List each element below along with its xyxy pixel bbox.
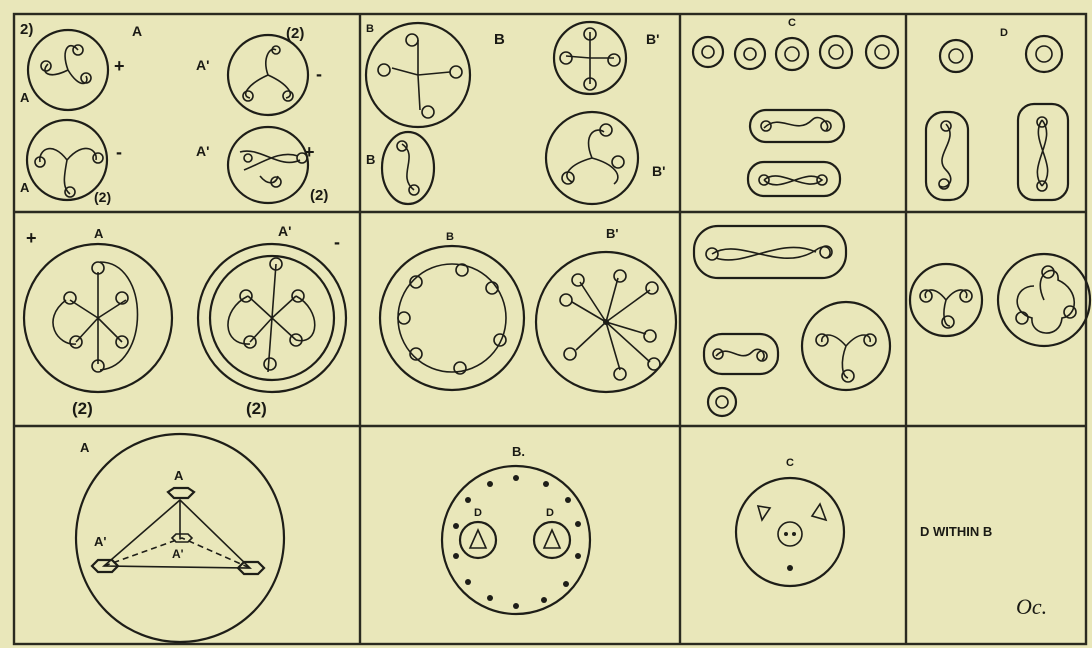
label: B' (606, 226, 618, 241)
figure-oblong-loop (694, 226, 846, 278)
figure-triskele (228, 35, 308, 115)
figure-figure-eight (382, 132, 434, 204)
figure-circle-with-triads (736, 478, 844, 586)
panel-r3c4: D WITHIN B Oc. (920, 524, 1047, 619)
label: B (366, 152, 375, 167)
label: A (132, 23, 142, 39)
figure-star-loops (536, 252, 676, 392)
label: (2) (246, 399, 267, 418)
figure-triskele (998, 254, 1090, 346)
figure-triskele (27, 120, 107, 200)
figure-ring-of-loops (380, 246, 524, 390)
label: A (174, 468, 184, 483)
panel-r3c3: C (736, 457, 844, 586)
label: A' (196, 57, 209, 73)
label: A (80, 440, 90, 455)
panel-r2c4 (910, 254, 1090, 346)
label: 2) (20, 21, 33, 38)
sign: + (26, 228, 37, 248)
label: D (474, 507, 482, 519)
figure-oblong-loop (704, 334, 778, 374)
sign: + (114, 56, 125, 76)
figure-ring (708, 388, 736, 416)
signature: Oc. (1016, 594, 1047, 619)
label: D (546, 507, 554, 519)
label: A' (172, 547, 184, 561)
panel-r1c4: D (926, 27, 1068, 200)
label: A (20, 180, 30, 195)
sign: - (116, 142, 122, 162)
sign: - (334, 232, 340, 252)
figure-triskele (802, 302, 890, 390)
label: B (446, 231, 454, 243)
figure-oblong-vertical (1018, 104, 1068, 200)
caption: D WITHIN B (920, 524, 992, 539)
figure-triskele (228, 127, 308, 203)
label: C (788, 17, 796, 29)
label: A (20, 90, 30, 105)
figure-oblong-loop (750, 110, 844, 142)
figure-cross (554, 22, 626, 94)
label: A' (94, 534, 106, 549)
panel-r1c1: 2) A A A (2) A' A' (2) (2) + - - + (20, 21, 328, 205)
label: (2) (310, 187, 328, 204)
figure-quatrefoil (198, 244, 346, 392)
label: (2) (72, 399, 93, 418)
label: B' (652, 163, 665, 179)
label: A' (196, 143, 209, 159)
panel-r1c3: C (693, 17, 898, 196)
figure-ring-row (693, 36, 898, 70)
figure-oblong-loop (748, 162, 840, 196)
label: D (1000, 27, 1008, 39)
sign: - (316, 64, 322, 84)
label: A (94, 226, 104, 241)
figure-cross (366, 23, 470, 127)
label: (2) (94, 189, 111, 205)
label: B' (646, 31, 659, 47)
label: (2) (286, 25, 304, 42)
figure-triskele (28, 30, 108, 110)
figure-triskele (910, 264, 982, 336)
label: B (494, 31, 505, 48)
panel-r3c2: B. D D (442, 444, 590, 614)
figure-quatrefoil (24, 244, 172, 392)
label: B. (512, 444, 525, 459)
panel-r1c2: B B B B' B' (366, 22, 665, 204)
label: A' (278, 223, 291, 239)
figure-oblong-vertical (926, 112, 968, 200)
label: B (366, 23, 374, 35)
panel-r2c1: + A A' - (2) (2) (24, 223, 346, 418)
label: C (786, 457, 794, 469)
figure-triangle-in-circle: A A' A' (76, 434, 284, 642)
panel-r2c3 (694, 226, 890, 416)
figure-dotted-circle: D D (442, 466, 590, 614)
panel-r2c2: B B' (380, 226, 676, 392)
panel-r3c1: A A A' A' (76, 434, 284, 642)
figure-ring-pair (940, 36, 1062, 72)
figure-triskele (546, 112, 638, 204)
